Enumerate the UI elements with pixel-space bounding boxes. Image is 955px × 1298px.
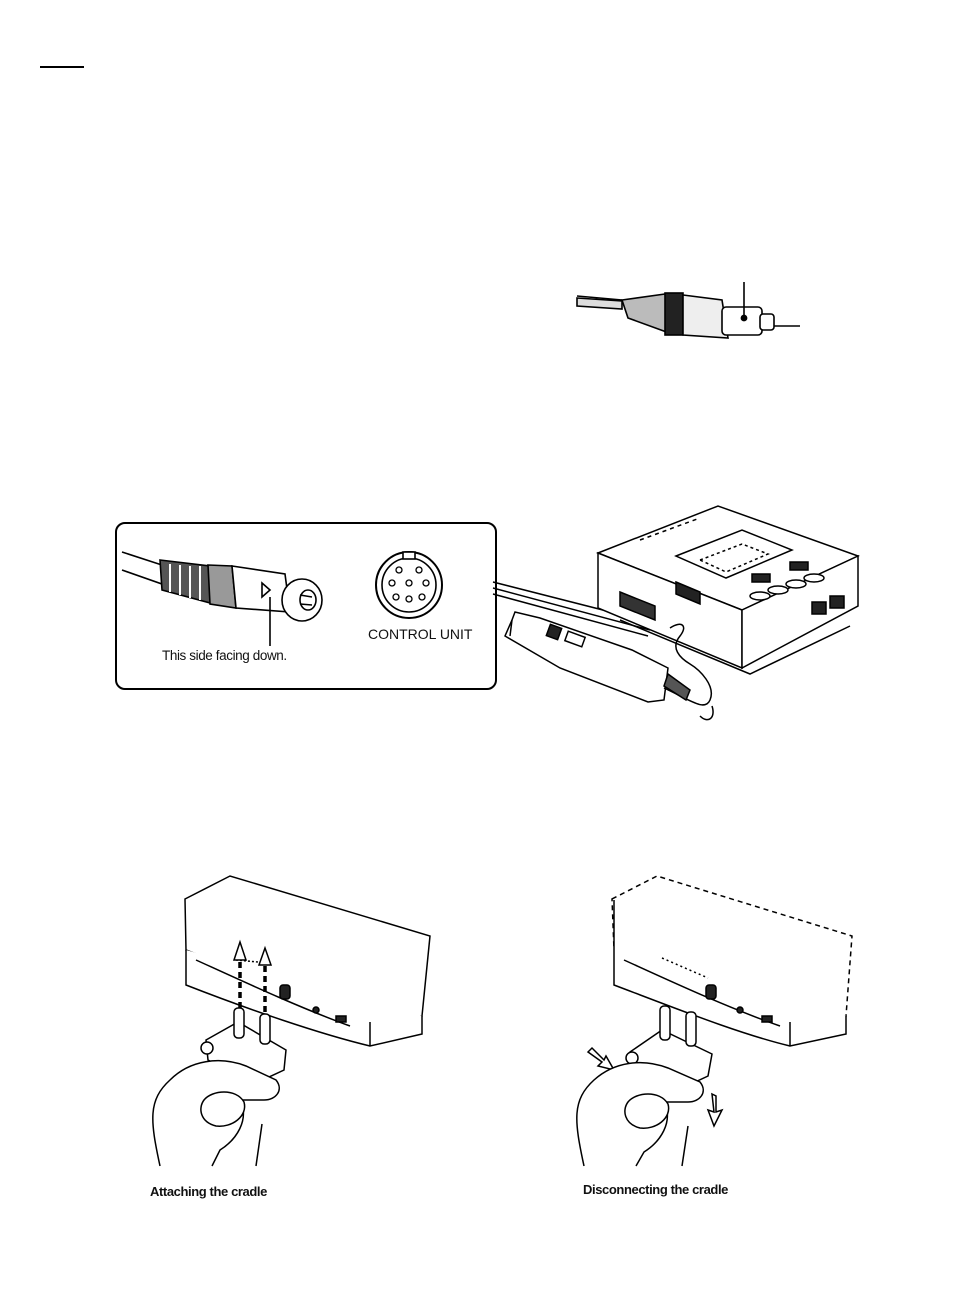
attach-cradle-caption: Attaching the cradle bbox=[150, 1184, 267, 1199]
control-unit-label: CONTROL UNIT bbox=[368, 626, 472, 642]
detach-cradle-caption: Disconnecting the cradle bbox=[583, 1182, 728, 1197]
connector-detail-panel bbox=[115, 522, 497, 690]
header-rule bbox=[40, 66, 84, 68]
orientation-note: This side facing down. bbox=[162, 648, 287, 663]
